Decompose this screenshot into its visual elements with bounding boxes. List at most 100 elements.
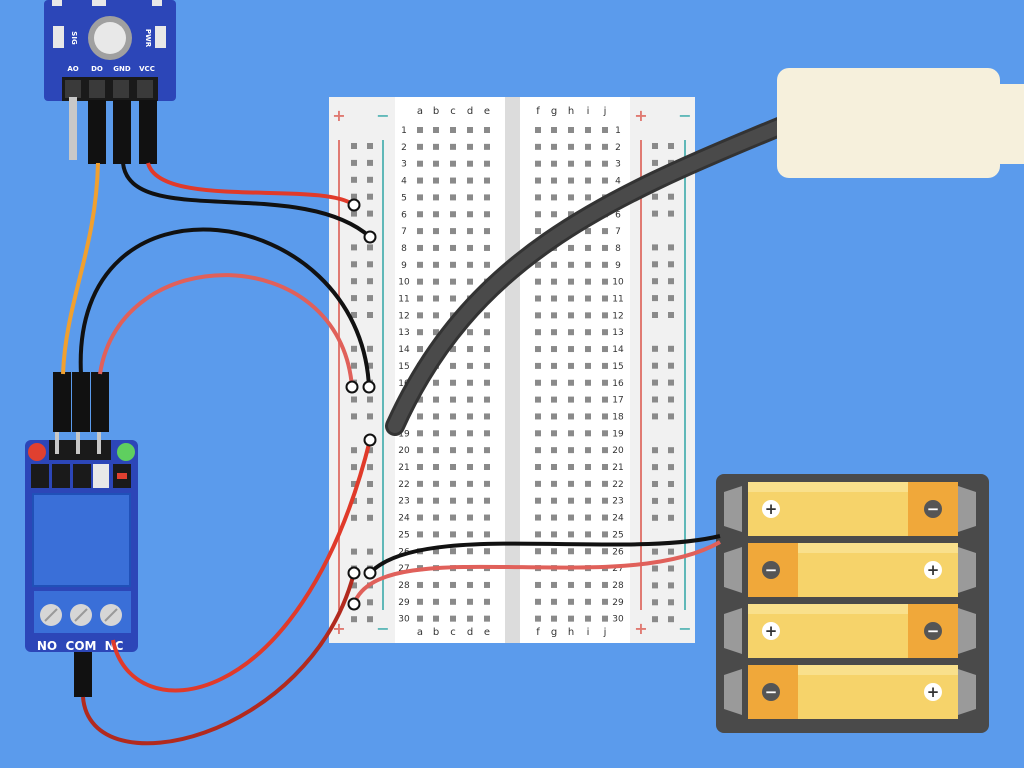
breadboard-hole <box>467 362 473 369</box>
breadboard-hole <box>551 177 557 184</box>
breadboard-hole <box>417 127 423 133</box>
breadboard-hole <box>433 497 439 504</box>
relay-connector-2 <box>72 372 90 432</box>
breadboard-hole <box>602 177 608 184</box>
breadboard-hole <box>568 464 574 470</box>
rail-hole <box>652 278 658 285</box>
breadboard-hole <box>433 329 439 336</box>
battery-terminal-label: + <box>927 561 940 579</box>
rail-hole <box>652 447 658 454</box>
row-number: 20 <box>612 446 624 456</box>
wire-endpoint <box>345 380 359 394</box>
breadboard-hole <box>568 396 574 403</box>
breadboard-hole <box>467 396 473 403</box>
rail-hole <box>367 210 373 217</box>
breadboard-hole <box>450 548 456 555</box>
row-number: 18 <box>612 412 624 422</box>
breadboard-hole <box>450 430 456 437</box>
breadboard-hole <box>433 514 439 521</box>
breadboard-hole <box>568 447 574 454</box>
row-number: 7 <box>401 227 407 237</box>
sensor-connector-do <box>88 100 106 164</box>
right-top-plus-label: + <box>634 106 647 125</box>
battery-contact <box>724 669 742 715</box>
breadboard-hole <box>602 346 608 353</box>
breadboard-hole <box>433 143 439 150</box>
relay-screw-slot <box>104 608 118 622</box>
breadboard-hole <box>551 160 557 167</box>
breadboard-hole <box>450 362 456 369</box>
breadboard-hole <box>535 615 541 622</box>
breadboard-hole <box>568 379 574 386</box>
breadboard-hole <box>450 514 456 521</box>
wire-darkred-com <box>81 572 356 746</box>
rail-hole <box>652 565 658 572</box>
breadboard-hole <box>568 127 574 133</box>
breadboard-hole <box>585 464 591 470</box>
row-number: 28 <box>398 581 410 591</box>
plus-icon <box>762 500 780 518</box>
row-number: 29 <box>612 598 624 608</box>
rail-hole <box>367 295 373 302</box>
sensor-pin-label-do: DO <box>91 65 103 73</box>
rail-hole <box>668 210 674 217</box>
rail-hole <box>367 514 373 521</box>
row-number: 17 <box>612 396 623 406</box>
breadboard-hole <box>467 548 473 555</box>
row-number: 11 <box>612 295 623 305</box>
breadboard-hole <box>551 497 557 504</box>
row-number: 6 <box>615 210 621 220</box>
breadboard-hole <box>484 581 490 588</box>
wire-endpoints <box>345 198 377 611</box>
row-number: 8 <box>401 244 407 254</box>
wire-red-nc <box>111 439 372 693</box>
battery-contact <box>958 669 976 715</box>
rail-hole <box>351 582 357 589</box>
breadboard-hole <box>585 127 591 133</box>
breadboard-hole <box>551 514 557 521</box>
breadboard-hole <box>450 480 456 487</box>
wire-orange-signal <box>61 162 100 375</box>
rail-hole <box>668 514 674 521</box>
column-letter: e <box>484 627 490 638</box>
sensor-pin-label-ao: AO <box>67 65 78 73</box>
breadboard-center-channel <box>505 97 520 643</box>
relay-box <box>32 493 131 587</box>
row-number: 23 <box>612 497 623 507</box>
rail-hole <box>367 616 373 623</box>
rail-hole <box>351 514 357 521</box>
rail-hole <box>351 244 357 251</box>
rail-hole <box>668 599 674 606</box>
breadboard-hole <box>568 177 574 184</box>
breadboard-hole <box>467 447 473 454</box>
sensor-component-left <box>53 26 64 48</box>
breadboard-hole <box>450 278 456 285</box>
breadboard-hole <box>585 160 591 167</box>
row-number: 2 <box>401 143 407 153</box>
breadboard-hole <box>568 261 574 268</box>
rail-hole <box>351 159 357 166</box>
minus-icon <box>924 622 942 640</box>
row-number: 25 <box>398 530 409 540</box>
breadboard-hole <box>417 514 423 521</box>
rail-hole <box>367 413 373 420</box>
breadboard-hole <box>568 581 574 588</box>
breadboard-hole <box>467 244 473 251</box>
rail-hole <box>351 295 357 302</box>
rail-hole <box>351 312 357 318</box>
breadboard-hole <box>417 480 423 487</box>
breadboard-hole <box>602 615 608 622</box>
battery-terminal-label: + <box>765 500 778 518</box>
battery-cell: −+ <box>724 665 976 719</box>
breadboard-hole <box>450 598 456 605</box>
relay-pin <box>55 430 59 454</box>
breadboard-hole <box>433 531 439 538</box>
rail-hole <box>351 193 357 200</box>
row-number: 16 <box>398 379 410 389</box>
breadboard-hole <box>433 430 439 437</box>
breadboard-hole <box>585 329 591 336</box>
row-number: 25 <box>612 530 623 540</box>
breadboard-hole <box>535 228 541 235</box>
row-number: 26 <box>612 547 624 557</box>
breadboard-hole <box>568 160 574 167</box>
